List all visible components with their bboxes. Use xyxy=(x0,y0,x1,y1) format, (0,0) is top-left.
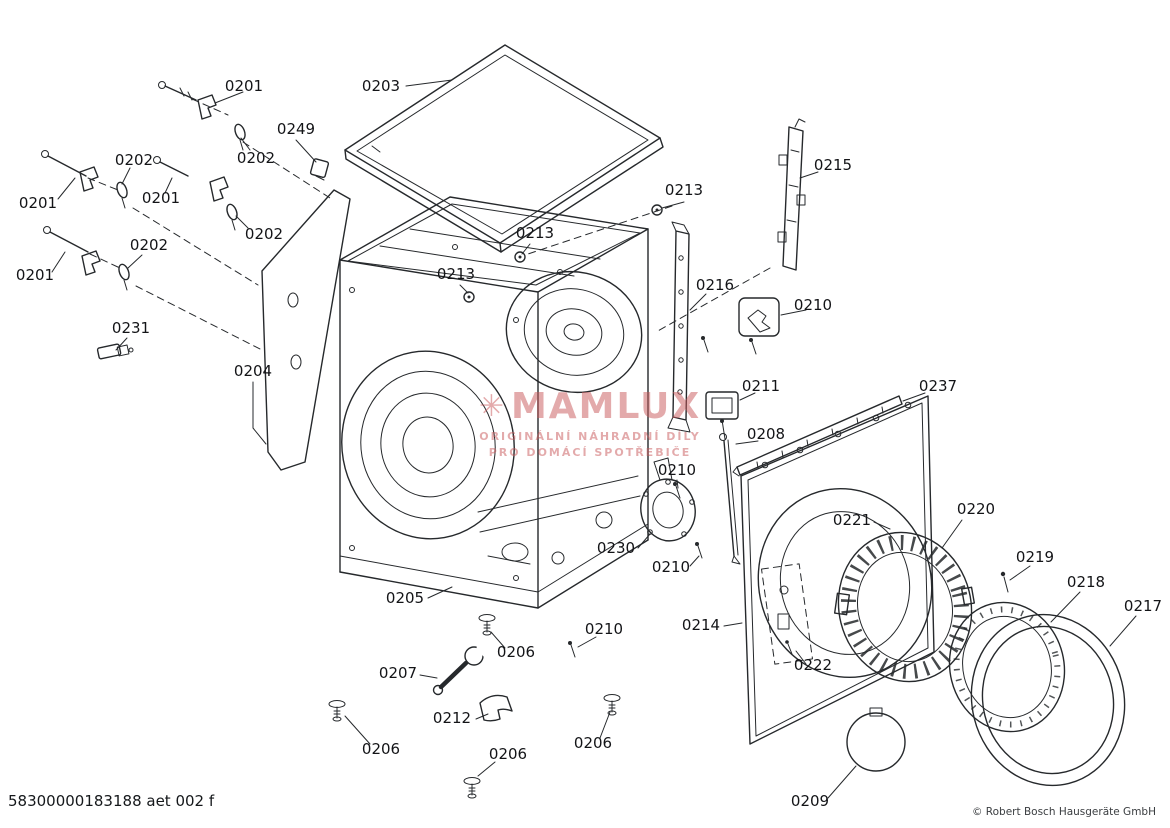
leader-lines xyxy=(51,79,1137,799)
part-label: 0230 xyxy=(597,539,635,557)
part-label: 0202 xyxy=(237,149,275,167)
part-label: 0201 xyxy=(19,194,57,212)
hinge-parts-cluster xyxy=(41,81,331,360)
door-ring-0218 xyxy=(948,601,1066,733)
side-panel xyxy=(261,189,351,471)
part-label: 0201 xyxy=(16,266,54,284)
part-label: 0205 xyxy=(386,589,424,607)
part-label: 0212 xyxy=(433,709,471,727)
part-label: 0201 xyxy=(142,189,180,207)
part-label: 0203 xyxy=(362,77,400,95)
feet xyxy=(328,614,621,799)
part-labels: 0201 0203 0249 0202 0202 0201 0201 0202 … xyxy=(16,77,1162,810)
part-label: 0210 xyxy=(794,296,832,314)
part-label: 0210 xyxy=(658,461,696,479)
part-label: 0221 xyxy=(833,511,871,529)
part-label: 0214 xyxy=(682,616,720,634)
bracket-0210 xyxy=(701,297,780,355)
part-label: 0202 xyxy=(115,151,153,169)
bracket-0212 xyxy=(479,694,513,722)
hole-markers xyxy=(463,204,673,303)
part-label: 0216 xyxy=(696,276,734,294)
damper-rod-0208 xyxy=(719,433,741,565)
part-label: 0207 xyxy=(379,664,417,682)
part-label: 0206 xyxy=(362,740,400,758)
pump-0230 xyxy=(568,457,703,658)
part-label: 0210 xyxy=(652,558,690,576)
part-label: 0237 xyxy=(919,377,957,395)
part-label: 0249 xyxy=(277,120,315,138)
part-label: 0202 xyxy=(245,225,283,243)
part-label: 0215 xyxy=(814,156,852,174)
part-label: 0213 xyxy=(665,181,703,199)
cabinet-body xyxy=(339,196,649,609)
document-number: 58300000183188 aet 002 f xyxy=(8,792,215,810)
part-label: 0206 xyxy=(574,734,612,752)
part-label: 0213 xyxy=(516,224,554,242)
part-label: 0211 xyxy=(742,377,780,395)
part-label: 0217 xyxy=(1124,597,1162,615)
part-label: 0202 xyxy=(130,236,168,254)
copyright-notice: © Robert Bosch Hausgeräte GmbH xyxy=(971,806,1156,818)
part-label: 0208 xyxy=(747,425,785,443)
door-rim-0217 xyxy=(970,613,1126,787)
part-label: 0209 xyxy=(791,792,829,810)
bracket-rail-0215 xyxy=(655,118,806,333)
clamp-ring-0209 xyxy=(846,707,906,772)
part-label: 0218 xyxy=(1067,573,1105,591)
module-0211 xyxy=(705,391,739,440)
part-label: 0206 xyxy=(489,745,527,763)
part-label: 0204 xyxy=(234,362,272,380)
part-label: 0220 xyxy=(957,500,995,518)
wrench-0207 xyxy=(432,644,491,696)
part-label: 0231 xyxy=(112,319,150,337)
part-label: 0222 xyxy=(794,656,832,674)
part-label: 0206 xyxy=(497,643,535,661)
door-frame-0220 xyxy=(833,531,976,683)
top-rail-0237 xyxy=(732,395,903,477)
screw-0219 xyxy=(1000,571,1009,593)
hinge-rail-0216 xyxy=(667,221,691,433)
part-label: 0213 xyxy=(437,265,475,283)
part-label: 0201 xyxy=(225,77,263,95)
part-label: 0210 xyxy=(585,620,623,638)
part-label: 0219 xyxy=(1016,548,1054,566)
